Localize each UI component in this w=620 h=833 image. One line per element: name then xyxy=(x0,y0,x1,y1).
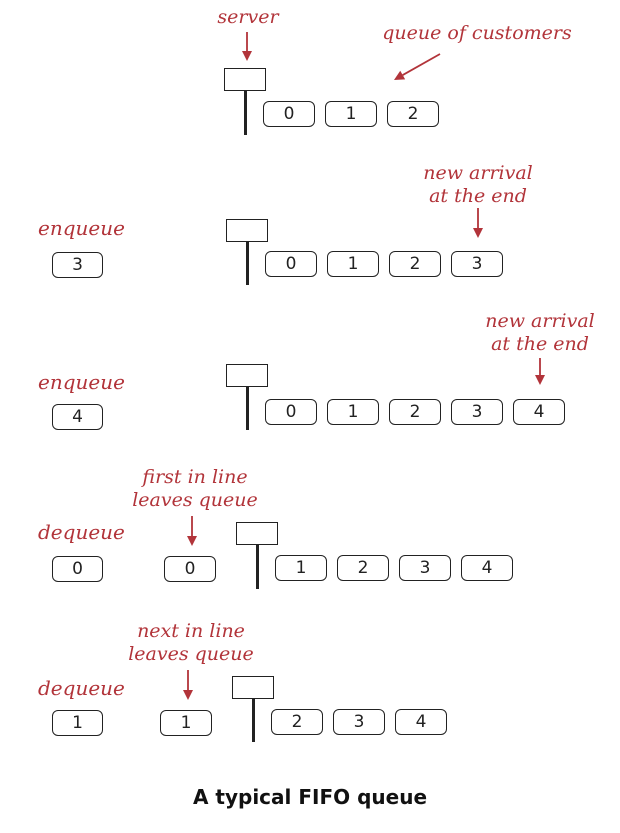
server-post xyxy=(244,90,247,135)
queue-item-box: 2 xyxy=(387,101,439,127)
first-in-line-line1: first in line xyxy=(142,466,248,488)
server-arrow-head xyxy=(242,51,252,61)
queue-item-box: 1 xyxy=(327,399,379,425)
new-arrival-line1: new arrival xyxy=(485,310,595,332)
leaving-item-box: 0 xyxy=(164,556,216,582)
server-box xyxy=(224,68,266,91)
queue-item-box: 0 xyxy=(263,101,315,127)
operation-label: enqueue xyxy=(38,370,125,394)
queue-item-box: 3 xyxy=(399,555,451,581)
queue-item-box: 0 xyxy=(265,399,317,425)
new-arrival-label-2: new arrival at the end xyxy=(460,310,620,356)
queue-item-box: 3 xyxy=(451,399,503,425)
server-box xyxy=(226,219,268,242)
queue-item-box: 4 xyxy=(513,399,565,425)
new-arrival-arrow-1-head xyxy=(473,228,483,238)
operand-box: 3 xyxy=(52,252,103,278)
server-post xyxy=(246,241,249,285)
first-in-line-label: first in line leaves queue xyxy=(120,466,270,512)
server-post xyxy=(256,544,259,589)
queue-item-box: 3 xyxy=(451,251,503,277)
queue-item-box: 2 xyxy=(389,251,441,277)
operand-box: 1 xyxy=(52,710,103,736)
new-arrival-label-1: new arrival at the end xyxy=(398,162,558,208)
new-arrival-line2: at the end xyxy=(491,333,589,355)
queue-item-box: 1 xyxy=(325,101,377,127)
queue-item-box: 4 xyxy=(395,709,447,735)
server-post xyxy=(252,698,255,742)
queue-arrow-head xyxy=(394,70,406,80)
server-box xyxy=(226,364,268,387)
server-box xyxy=(236,522,278,545)
operation-label: dequeue xyxy=(38,520,125,544)
caption: A typical FIFO queue xyxy=(192,785,428,809)
next-in-line-line1: next in line xyxy=(137,620,245,642)
queue-item-box: 3 xyxy=(333,709,385,735)
next-in-line-arrow-head xyxy=(183,690,193,700)
server-post xyxy=(246,386,249,430)
next-in-line-label: next in line leaves queue xyxy=(116,620,266,666)
new-arrival-line1: new arrival xyxy=(423,162,533,184)
first-in-line-arrow-head xyxy=(187,536,197,546)
new-arrival-line2: at the end xyxy=(429,185,527,207)
operand-box: 0 xyxy=(52,556,103,582)
server-box xyxy=(232,676,274,699)
operation-label: enqueue xyxy=(38,216,125,240)
queue-item-box: 4 xyxy=(461,555,513,581)
next-in-line-line2: leaves queue xyxy=(128,643,254,665)
new-arrival-arrow-2-head xyxy=(535,375,545,385)
leaving-item-box: 1 xyxy=(160,710,212,736)
queue-item-box: 0 xyxy=(265,251,317,277)
server-label: server xyxy=(217,6,279,28)
queue-arrow-shaft xyxy=(402,53,441,76)
operation-label: dequeue xyxy=(38,676,125,700)
queue-item-box: 2 xyxy=(337,555,389,581)
queue-item-box: 2 xyxy=(271,709,323,735)
queue-item-box: 2 xyxy=(389,399,441,425)
queue-of-customers-label: queue of customers xyxy=(382,22,572,44)
queue-item-box: 1 xyxy=(327,251,379,277)
operand-box: 4 xyxy=(52,404,103,430)
first-in-line-line2: leaves queue xyxy=(132,489,258,511)
queue-item-box: 1 xyxy=(275,555,327,581)
